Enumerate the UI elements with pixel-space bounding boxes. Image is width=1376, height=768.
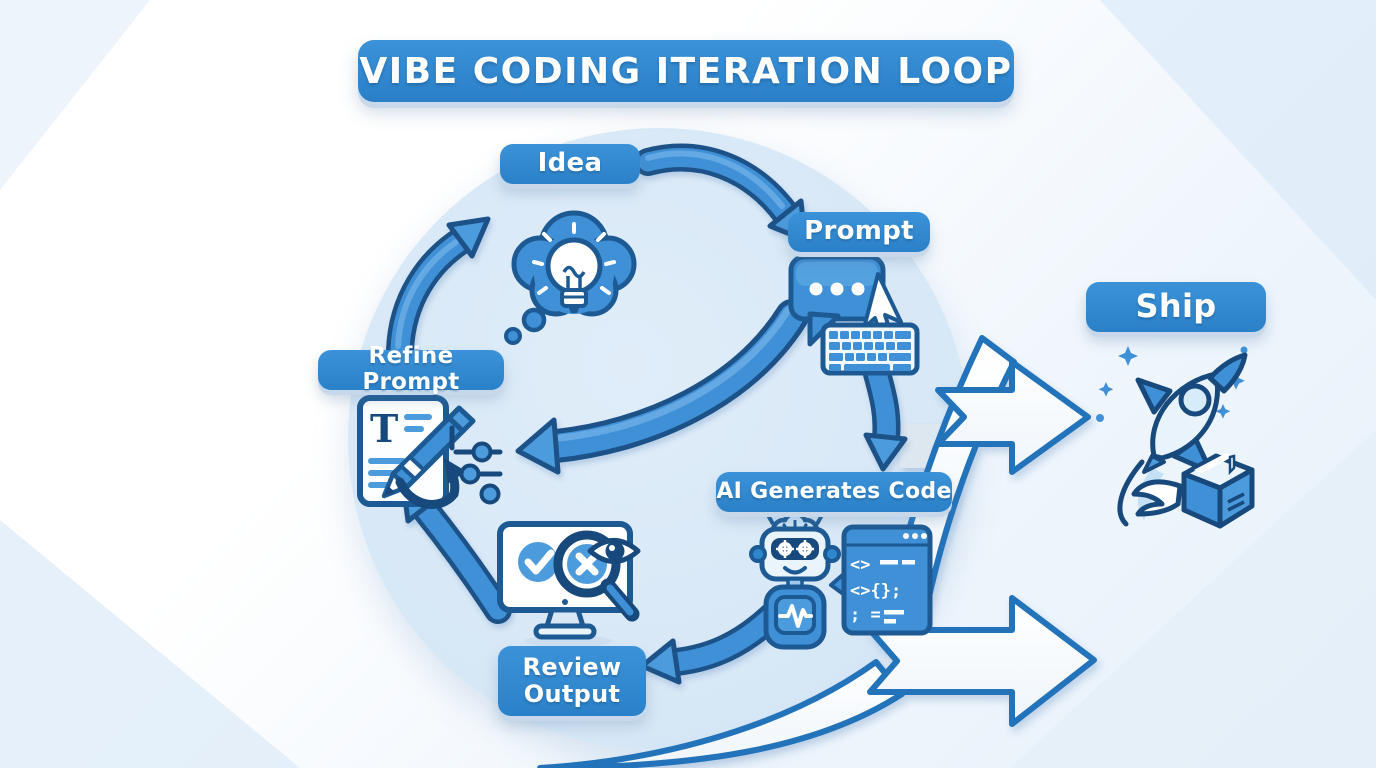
x-icon — [575, 552, 599, 576]
background-diagonal-bottom-right — [1010, 430, 1376, 768]
ship-arrow-upper — [935, 359, 1091, 475]
ship-arrow-lower — [867, 595, 1097, 727]
sliders-icon — [449, 425, 503, 505]
review-icon-group — [497, 521, 641, 647]
code-line-1: <> — [850, 555, 870, 575]
lightbulb-icon — [545, 237, 603, 295]
thought-cloud-lightbulb-icon — [504, 210, 637, 345]
stage-label-ship: Ship — [1086, 282, 1266, 332]
document-letter: T — [370, 406, 398, 451]
undo-curved-arrow-icon — [395, 458, 464, 509]
keyboard-icon — [820, 322, 920, 376]
pulse-line — [778, 604, 813, 628]
rocket-flame — [1142, 454, 1166, 474]
page-title: VIBE CODING ITERATION LOOP — [358, 40, 1014, 102]
refine-icon-group: T — [357, 395, 503, 509]
prompt-icon-group — [788, 254, 903, 347]
ship-icon-group — [1096, 346, 1255, 529]
arrow-prompt-to-ai — [862, 356, 908, 472]
background-diagonal-top-right — [1100, 0, 1376, 300]
lightbulb-rays — [532, 222, 616, 295]
winged-package-icon — [1131, 453, 1255, 529]
stage-label-review-output: Review Output — [498, 646, 646, 716]
code-line-2: <>{}; — [850, 581, 901, 601]
document-icon: T — [357, 395, 449, 507]
thought-bubble-dot — [521, 307, 547, 333]
stage-label-ai-generates-code: AI Generates Code — [716, 472, 952, 512]
code-window-icon: <> <>{}; ; = — [829, 524, 933, 636]
background-diagonal-bottom-left — [0, 520, 300, 768]
gear-eyes — [776, 540, 814, 558]
stage-label-prompt: Prompt — [788, 212, 930, 252]
magnifier-eye-icon — [553, 530, 641, 622]
arrow-ai-to-review — [639, 602, 786, 685]
stage-label-refine-prompt: Refine Prompt — [318, 343, 504, 395]
background-diagonal-top-left — [0, 0, 150, 190]
robot-icon — [749, 500, 841, 650]
arrow-idea-to-prompt — [634, 143, 808, 243]
wing-icon — [1131, 479, 1183, 517]
stage-label-idea: Idea — [500, 144, 640, 184]
code-line-3: ; = — [850, 605, 881, 625]
thought-bubble-dot — [504, 327, 522, 345]
arrow-refine-to-idea — [386, 216, 491, 364]
check-icon — [524, 549, 555, 575]
arrow-prompt-to-refine — [515, 299, 809, 475]
